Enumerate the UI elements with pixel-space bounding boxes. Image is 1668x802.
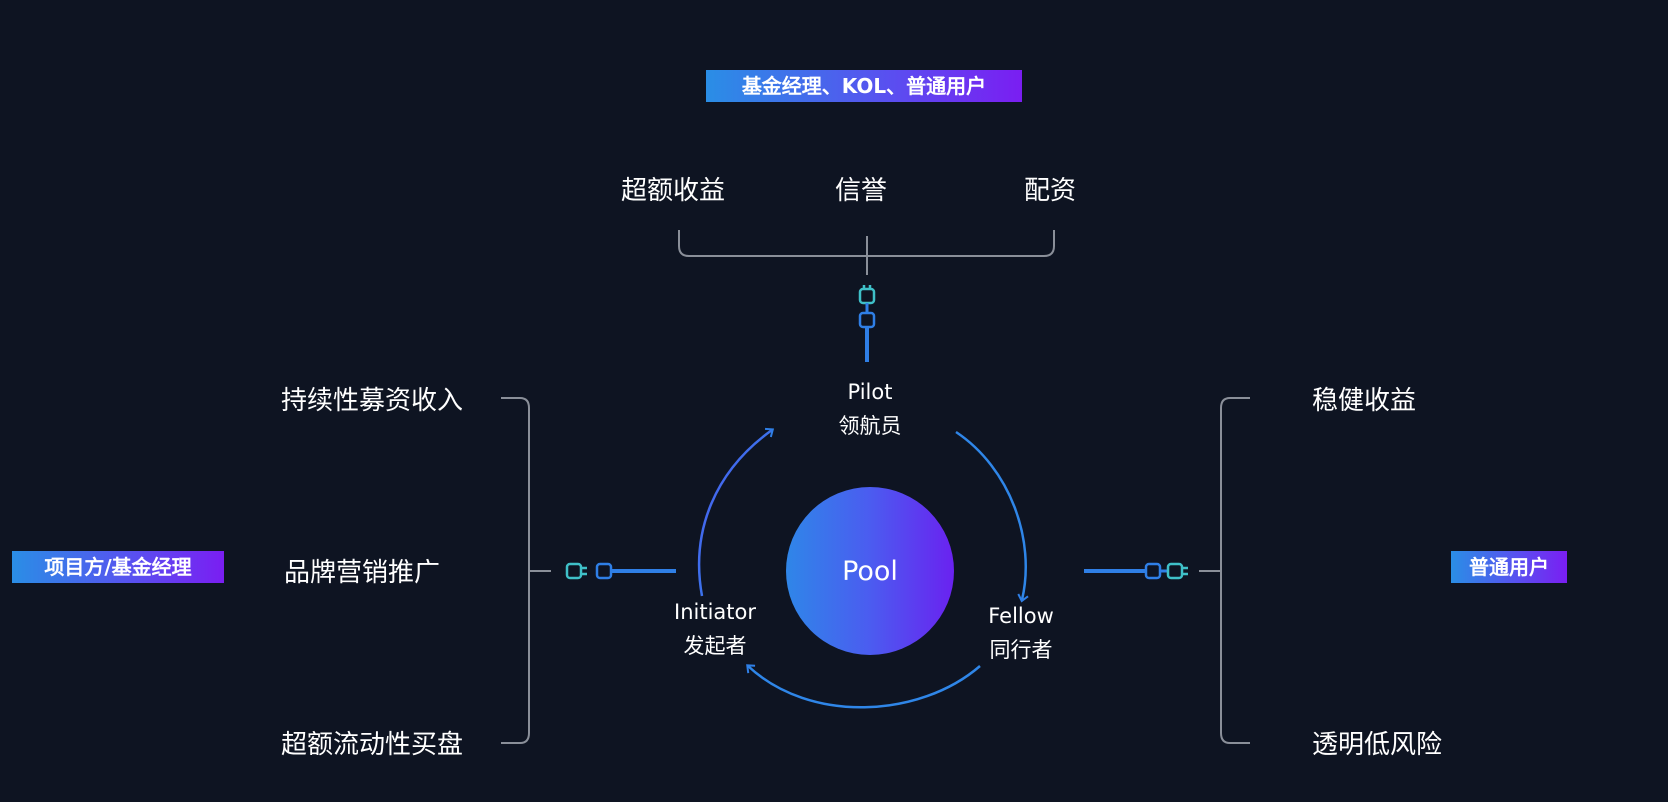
left-benefit-liquidity: 超额流动性买盘 [281, 730, 464, 760]
role-pilot-en: Pilot [847, 380, 893, 404]
right-benefit-stable-return: 稳健收益 [1312, 386, 1417, 416]
top-benefit-excess-return: 超额收益 [621, 176, 726, 206]
role-fellow-zh: 同行者 [989, 638, 1053, 662]
left-benefit-branding: 品牌营销推广 [284, 558, 441, 588]
role-pilot: Pilot 领航员 [818, 375, 922, 443]
left-plug-icon [565, 562, 676, 580]
role-initiator: Initiator 发起者 [660, 595, 770, 663]
top-plug-icon [858, 285, 876, 362]
role-fellow-en: Fellow [988, 604, 1054, 628]
role-fellow: Fellow 同行者 [967, 599, 1075, 667]
right-bracket [1220, 397, 1250, 744]
pool-circle: Pool [786, 487, 954, 655]
role-initiator-zh: 发起者 [683, 634, 747, 658]
role-initiator-en: Initiator [674, 600, 756, 624]
arrow-fellow-to-initiator [746, 664, 981, 709]
role-pilot-zh: 领航员 [838, 414, 902, 438]
right-benefit-transparent-low-risk: 透明低风险 [1312, 730, 1443, 760]
left-bracket [501, 397, 530, 744]
top-benefit-reputation: 信誉 [835, 176, 888, 206]
left-benefit-fundraising: 持续性募资收入 [281, 386, 464, 416]
arrow-initiator-to-pilot [697, 427, 775, 597]
right-plug-icon [1084, 562, 1188, 580]
arrow-pilot-to-fellow [955, 430, 1029, 603]
left-audience-tag: 项目方/基金经理 [12, 551, 224, 583]
top-audience-tag: 基金经理、KOL、普通用户 [706, 70, 1022, 102]
pool-label: Pool [842, 555, 898, 587]
right-audience-tag: 普通用户 [1451, 551, 1567, 583]
top-benefit-leverage: 配资 [1024, 176, 1077, 206]
